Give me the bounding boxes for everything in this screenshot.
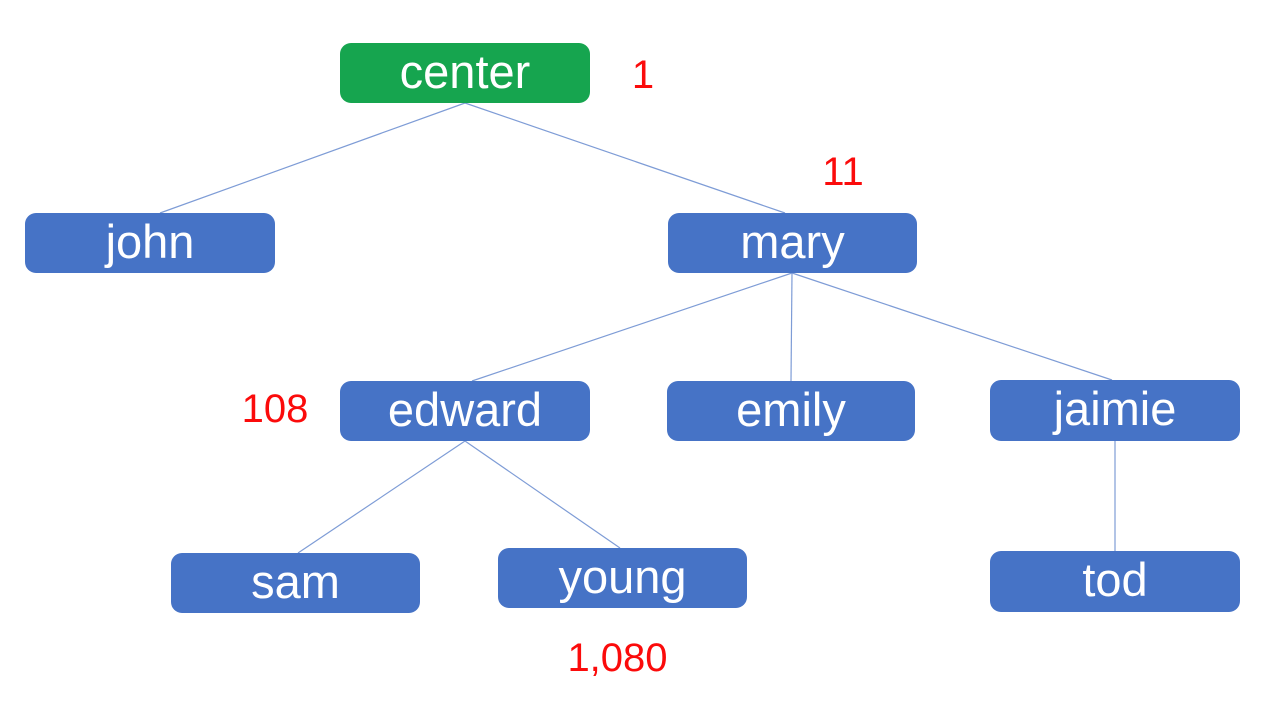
edge-mary-jaimie — [791, 272, 1113, 381]
tree-node-sam: sam — [171, 553, 420, 613]
annotation-young-value: 1,080 — [567, 636, 668, 680]
annotation-mary-value: 11 — [822, 150, 864, 194]
edge-edward-sam — [297, 440, 466, 554]
edge-mary-emily — [790, 272, 793, 382]
edge-center-mary — [464, 102, 786, 214]
tree-node-emily: emily — [667, 381, 915, 441]
tree-node-john: john — [25, 213, 275, 273]
tree-node-tod: tod — [990, 551, 1240, 612]
tree-node-edward: edward — [340, 381, 590, 441]
annotation-edward-value: 108 — [241, 387, 309, 431]
tree-node-center: center — [340, 43, 590, 103]
annotation-center-value: 1 — [631, 53, 655, 97]
tree-node-jaimie: jaimie — [990, 380, 1240, 441]
edge-mary-edward — [471, 272, 793, 382]
tree-node-mary: mary — [668, 213, 917, 273]
tree-node-young: young — [498, 548, 747, 608]
edge-center-john — [159, 102, 466, 214]
edge-edward-young — [464, 440, 621, 549]
